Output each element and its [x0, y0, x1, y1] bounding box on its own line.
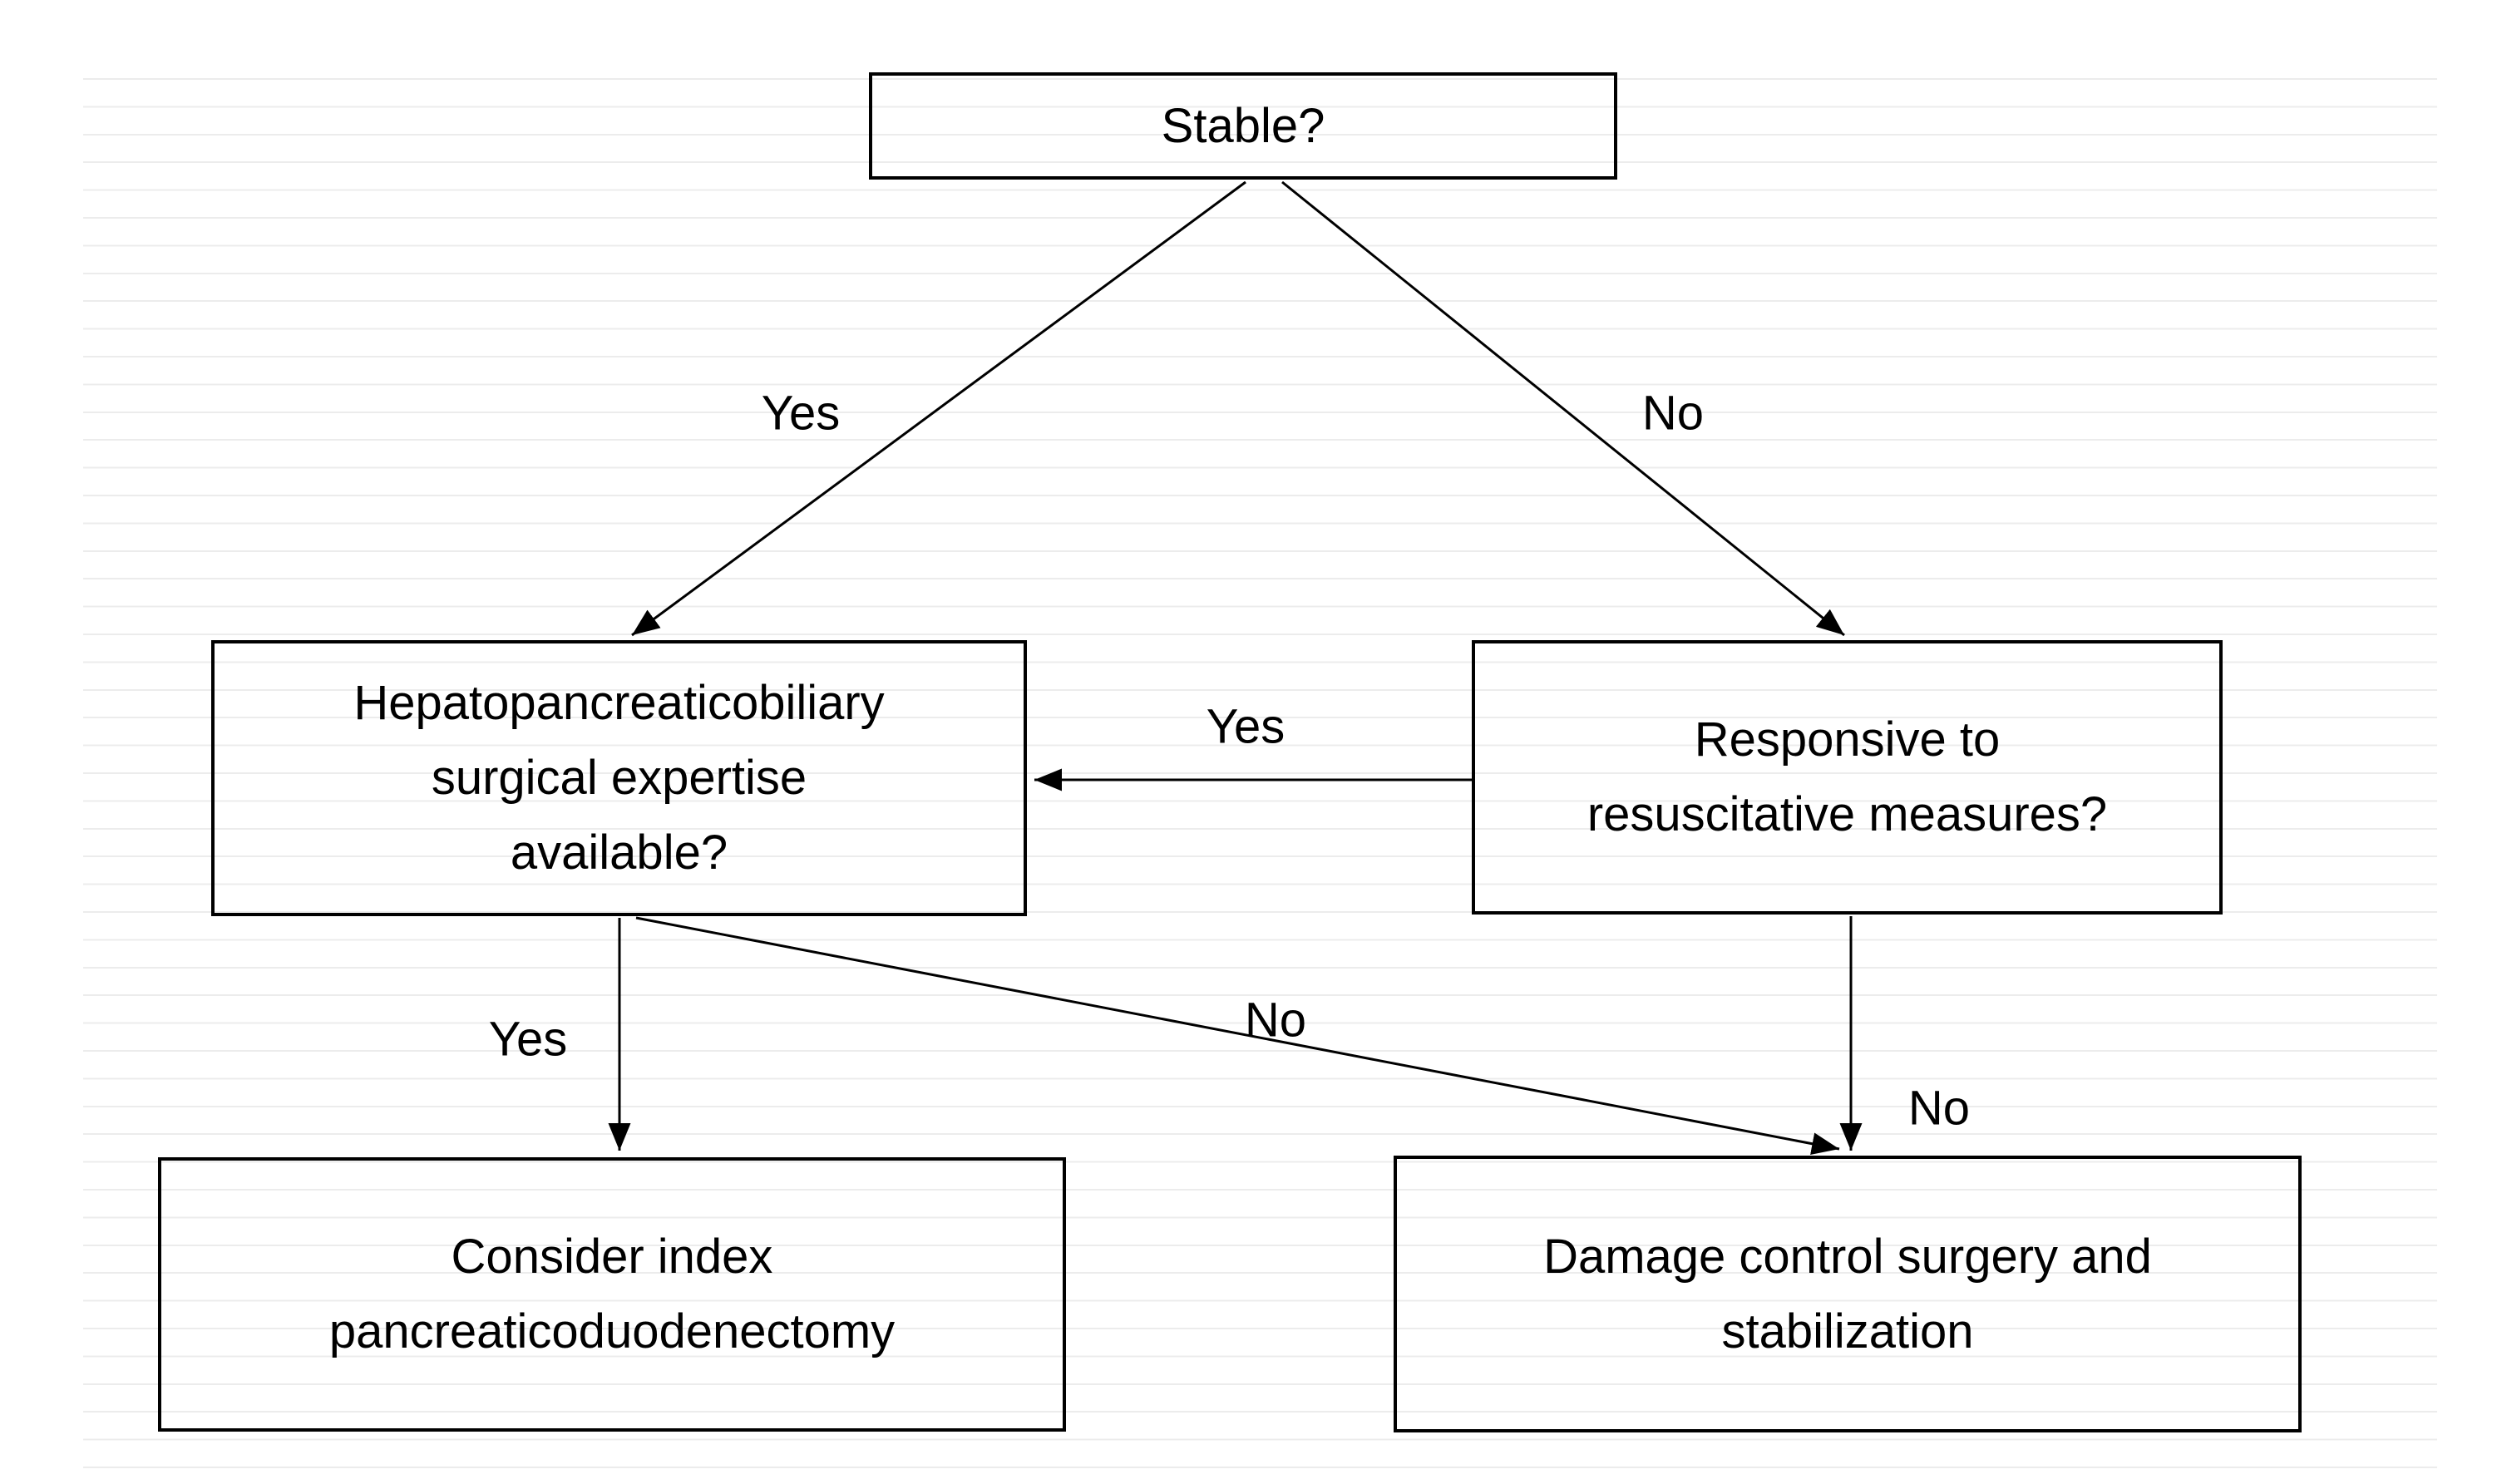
arrow-hpb-no-to-damage-control [635, 916, 1840, 1156]
node-damage-control-surgery: Damage control surgery and stabilization [1394, 1156, 2302, 1432]
node-hpb-expertise-question: Hepatopancreaticobiliary surgical expert… [211, 640, 1027, 916]
arrow-stable-yes-to-hpb [631, 180, 1246, 637]
node-responsive-question: Responsive to resuscitative measures? [1472, 640, 2223, 915]
edge-label-stable-no: No [1641, 386, 1705, 441]
node-stable-question: Stable? [869, 72, 1617, 180]
edge-label-responsive-yes: Yes [1206, 699, 1286, 754]
node-index-pancreaticoduodenectomy: Consider index pancreaticoduodenectomy [158, 1157, 1066, 1432]
arrow-stable-no-to-responsive [1281, 180, 1845, 637]
edge-label-hpb-no: No [1244, 993, 1307, 1048]
edge-label-responsive-no: No [1907, 1081, 1971, 1136]
edge-label-stable-yes: Yes [761, 386, 841, 441]
edge-label-hpb-yes: Yes [488, 1012, 568, 1067]
